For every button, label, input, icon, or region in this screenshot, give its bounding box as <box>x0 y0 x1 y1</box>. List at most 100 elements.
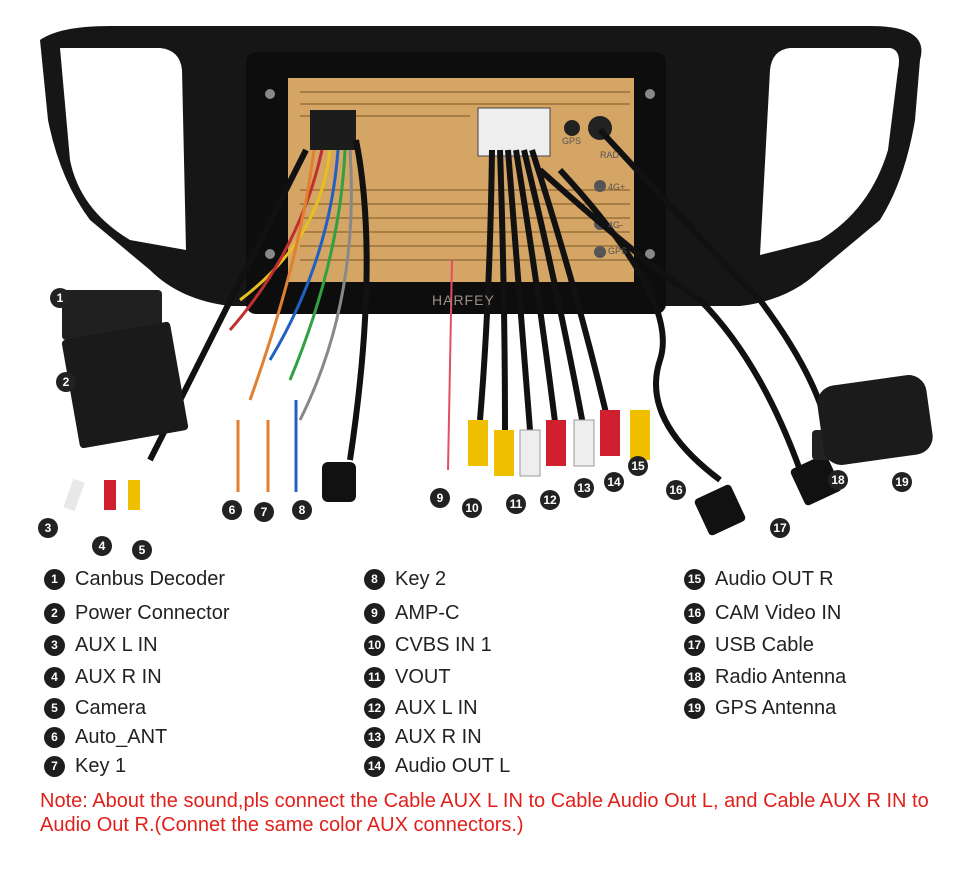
legend-number: 2 <box>44 602 65 624</box>
legend-item-vout: 11 VOUT <box>364 664 451 690</box>
legend-number: 14 <box>364 755 385 777</box>
product-photo: HARFEY GPS RAD 4G+ 4G- GPS 1 2 3 4 5 6 7… <box>38 26 933 560</box>
legend-label: AMP-C <box>395 601 460 624</box>
callout-19: 19 <box>892 472 912 492</box>
legend-label: Key 2 <box>395 567 447 590</box>
callout-6: 6 <box>222 500 242 520</box>
legend-number: 3 <box>44 634 65 656</box>
callout-1: 1 <box>50 288 70 308</box>
legend-label: AUX L IN <box>75 633 158 656</box>
legend-item-key-2: 8 Key 2 <box>364 566 446 592</box>
callout-13: 13 <box>574 478 594 498</box>
callout-8: 8 <box>292 500 312 520</box>
legend-number: 13 <box>364 726 385 748</box>
legend-number: 11 <box>364 666 385 688</box>
rca-plugs-center <box>468 410 650 477</box>
legend-number: 15 <box>684 568 705 590</box>
legend-item-audio-out-r: 15 Audio OUT R <box>684 566 834 592</box>
callout-12: 12 <box>540 490 560 510</box>
usb-plug-2 <box>790 454 842 506</box>
legend-item-amp-c: 9 AMP-C <box>364 600 459 626</box>
legend-label: Camera <box>75 696 147 719</box>
legend-label: Auto_ANT <box>75 725 168 748</box>
legend-number: 16 <box>684 602 705 624</box>
legend-item-audio-out-l: 14 Audio OUT L <box>364 753 510 779</box>
callout-18: 18 <box>828 470 848 490</box>
legend-item-cvbs-in-1: 10 CVBS IN 1 <box>364 632 492 658</box>
legend-label: USB Cable <box>715 633 814 656</box>
wire-bundle-right <box>537 127 833 483</box>
legend-item-key-1: 7 Key 1 <box>44 753 126 779</box>
legend-label: Power Connector <box>75 601 230 624</box>
callout-7: 7 <box>254 502 274 522</box>
legend-number: 7 <box>44 755 65 777</box>
bezel-right-window <box>760 48 899 255</box>
callout-5: 5 <box>132 540 152 560</box>
legend-label: CVBS IN 1 <box>395 633 492 656</box>
power-connector <box>61 321 189 449</box>
callout-14: 14 <box>604 472 624 492</box>
legend-label: AUX R IN <box>395 725 482 748</box>
legend-item-radio-antenna: 18 Radio Antenna <box>684 664 846 690</box>
watermark: HARFEY <box>432 292 495 308</box>
legend-label: AUX R IN <box>75 665 162 688</box>
panel-label-rad: RAD <box>600 150 620 160</box>
legend-label: Radio Antenna <box>715 665 847 688</box>
legend-number: 8 <box>364 568 385 590</box>
key-plug <box>322 462 356 502</box>
legend-number: 12 <box>364 697 385 719</box>
legend-number: 4 <box>44 666 65 688</box>
legend-number: 19 <box>684 697 705 719</box>
legend: 1 Canbus Decoder 2 Power Connector 3 AUX… <box>0 566 980 786</box>
legend-label: Canbus Decoder <box>75 567 226 590</box>
callout-9: 9 <box>430 488 450 508</box>
panel-connector-av <box>477 107 551 157</box>
callout-15: 15 <box>628 456 648 476</box>
legend-label: Key 1 <box>75 754 127 777</box>
legend-label: Audio OUT L <box>395 754 511 777</box>
legend-number: 1 <box>44 568 65 590</box>
pin-wires <box>236 400 298 492</box>
legend-label: VOUT <box>395 665 451 688</box>
legend-item-power-connector: 2 Power Connector <box>44 600 230 626</box>
panel-label-4g-plus: 4G+ <box>608 182 626 192</box>
panel-label-gps-2: GPS <box>608 246 628 256</box>
panel-connector-main <box>310 110 356 150</box>
legend-item-aux-l-in-2: 12 AUX L IN <box>364 695 478 721</box>
legend-number: 17 <box>684 634 705 656</box>
legend-item-canbus-decoder: 1 Canbus Decoder <box>44 566 225 592</box>
callout-4: 4 <box>92 536 112 556</box>
sound-connection-note: Note: About the sound,pls connect the Ca… <box>40 790 929 836</box>
legend-item-camera: 5 Camera <box>44 695 146 721</box>
legend-number: 6 <box>44 726 65 748</box>
panel-label-4g-minus: 4G- <box>608 220 624 230</box>
panel-vents <box>300 91 630 261</box>
callout-16: 16 <box>666 480 686 500</box>
legend-label: Audio OUT R <box>715 567 834 590</box>
wiring-illustration <box>40 26 933 536</box>
callout-11: 11 <box>506 494 526 514</box>
legend-item-cam-video-in: 16 CAM Video IN <box>684 600 841 626</box>
legend-item-aux-r-in: 4 AUX R IN <box>44 664 162 690</box>
legend-item-aux-l-in: 3 AUX L IN <box>44 632 158 658</box>
bezel-left-window <box>60 48 186 250</box>
legend-item-auto-ant: 6 Auto_ANT <box>44 724 167 750</box>
legend-number: 10 <box>364 634 385 656</box>
rca-plugs-left <box>63 478 140 512</box>
callout-2: 2 <box>56 372 76 392</box>
panel-label-gps: GPS <box>562 136 582 146</box>
legend-item-gps-antenna: 19 GPS Antenna <box>684 695 836 721</box>
back-panel <box>288 78 634 282</box>
callout-3: 3 <box>38 518 58 538</box>
legend-label: GPS Antenna <box>715 696 837 719</box>
legend-number: 9 <box>364 602 385 624</box>
callout-17: 17 <box>770 518 790 538</box>
legend-label: AUX L IN <box>395 696 478 719</box>
legend-number: 18 <box>684 666 705 688</box>
callout-10: 10 <box>462 498 482 518</box>
legend-label: CAM Video IN <box>715 601 842 624</box>
wire-bundle-left <box>147 139 370 462</box>
gps-antenna-puck <box>817 375 933 465</box>
wire-bundle-center <box>477 149 613 431</box>
legend-item-aux-r-in-2: 13 AUX R IN <box>364 724 482 750</box>
